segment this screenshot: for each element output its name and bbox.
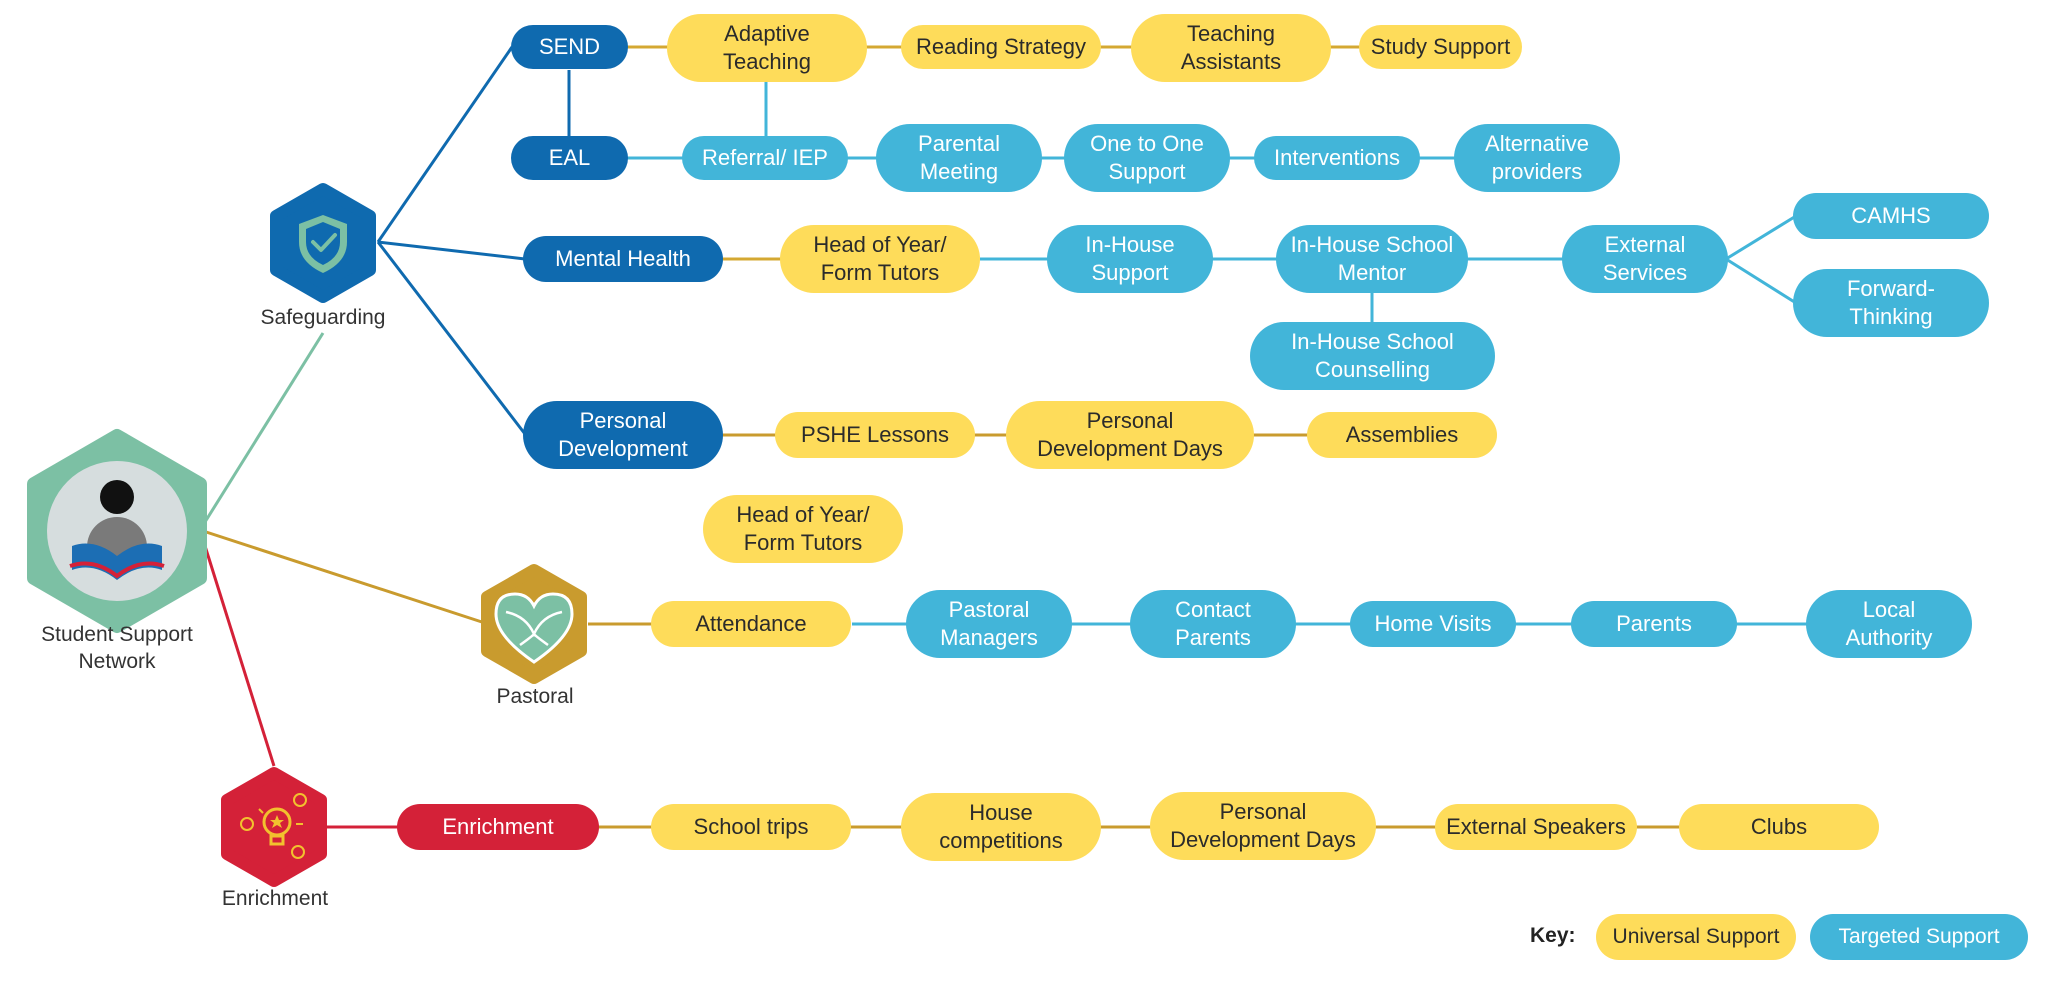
reading-strategy-node[interactable]: Reading Strategy [901, 25, 1101, 69]
referral-iep-node[interactable]: Referral/ IEP [682, 136, 848, 180]
head-of-year-node-1[interactable]: Head of Year/ Form Tutors [780, 225, 980, 293]
pastoral-label: Pastoral [496, 685, 574, 708]
in-house-support-node[interactable]: In-House Support [1047, 225, 1213, 293]
pshe-lessons-node[interactable]: PSHE Lessons [775, 412, 975, 458]
interventions-node[interactable]: Interventions [1254, 136, 1420, 180]
enrichment-hub-label: Enrichment [221, 887, 329, 910]
key-targeted-support: Targeted Support [1810, 914, 2028, 960]
study-support-node[interactable]: Study Support [1359, 25, 1522, 69]
external-speakers-node[interactable]: External Speakers [1435, 804, 1637, 850]
shield-check-icon [270, 183, 376, 303]
camhs-node[interactable]: CAMHS [1793, 193, 1989, 239]
school-trips-node[interactable]: School trips [651, 804, 851, 850]
assemblies-node[interactable]: Assemblies [1307, 412, 1497, 458]
head-of-year-node-2[interactable]: Head of Year/ Form Tutors [703, 495, 903, 563]
external-services-node[interactable]: External Services [1562, 225, 1728, 293]
safeguarding-label: Safeguarding [260, 306, 386, 329]
send-node[interactable]: SEND [511, 25, 628, 69]
forward-thinking-node[interactable]: Forward- Thinking [1793, 269, 1989, 337]
teaching-assistants-node[interactable]: Teaching Assistants [1131, 14, 1331, 82]
adaptive-teaching-node[interactable]: Adaptive Teaching [667, 14, 867, 82]
enrichment-node[interactable]: Enrichment [397, 804, 599, 850]
mental-health-node[interactable]: Mental Health [523, 236, 723, 282]
attendance-node[interactable]: Attendance [651, 601, 851, 647]
pastoral-managers-node[interactable]: Pastoral Managers [906, 590, 1072, 658]
alternative-providers-node[interactable]: Alternative providers [1454, 124, 1620, 192]
personal-development-days-node-1[interactable]: Personal Development Days [1006, 401, 1254, 469]
parents-node[interactable]: Parents [1571, 601, 1737, 647]
eal-node[interactable]: EAL [511, 136, 628, 180]
key-title: Key: [1530, 924, 1576, 947]
in-house-counselling-node[interactable]: In-House School Counselling [1250, 322, 1495, 390]
in-house-mentor-node[interactable]: In-House School Mentor [1276, 225, 1468, 293]
home-visits-node[interactable]: Home Visits [1350, 601, 1516, 647]
parental-meeting-node[interactable]: Parental Meeting [876, 124, 1042, 192]
contact-parents-node[interactable]: Contact Parents [1130, 590, 1296, 658]
personal-development-days-node-2[interactable]: Personal Development Days [1150, 792, 1376, 860]
key-universal-support: Universal Support [1596, 914, 1796, 960]
one-to-one-support-node[interactable]: One to One Support [1064, 124, 1230, 192]
clubs-node[interactable]: Clubs [1679, 804, 1879, 850]
local-authority-node[interactable]: Local Authority [1806, 590, 1972, 658]
root-label: Student Support Network [41, 623, 193, 673]
personal-development-node[interactable]: Personal Development [523, 401, 723, 469]
house-competitions-node[interactable]: House competitions [901, 793, 1101, 861]
heart-icon [481, 564, 587, 684]
lightbulb-star-icon [221, 767, 327, 887]
student-support-network-icon [27, 429, 207, 633]
